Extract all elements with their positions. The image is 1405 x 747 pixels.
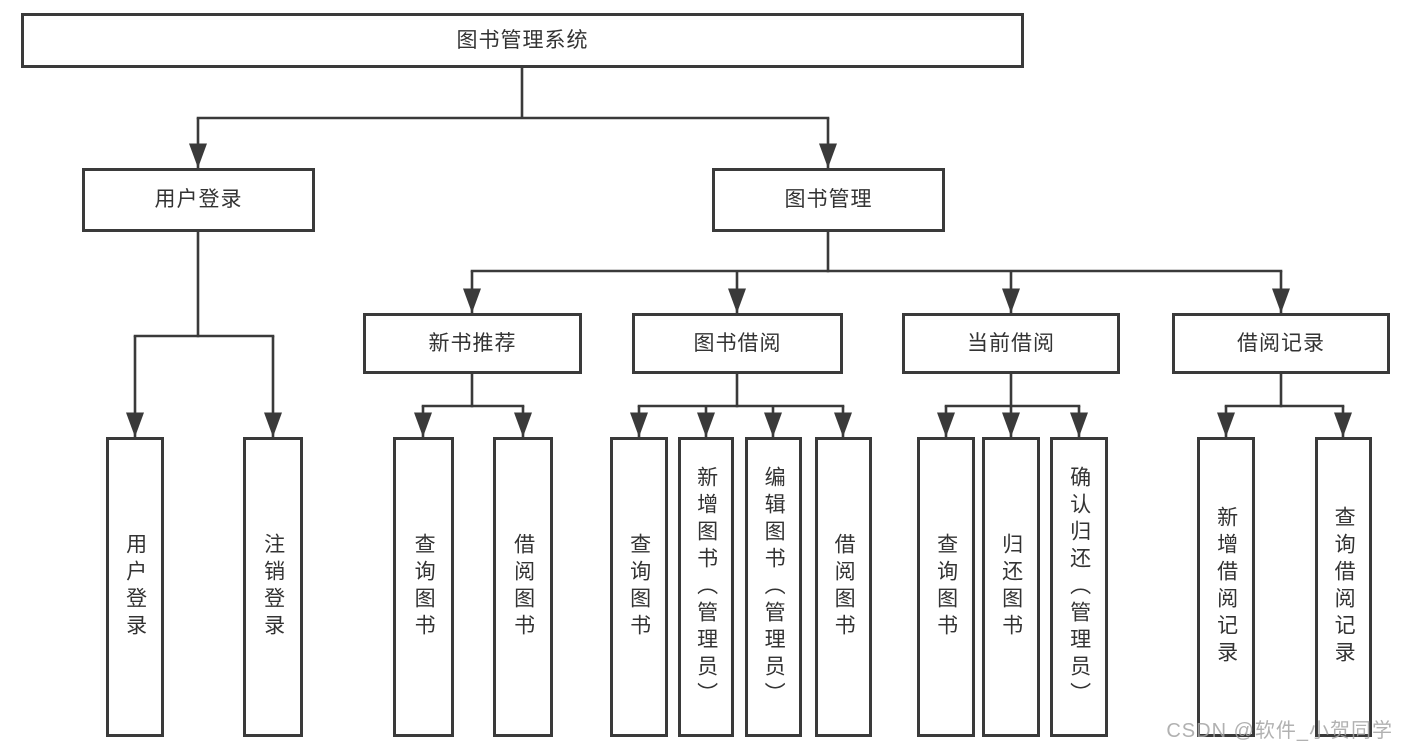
leaf-user-login: 用户登录 <box>106 437 164 737</box>
node-new-book-recommend: 新书推荐 <box>363 313 582 374</box>
leaf-records-query-record: 查询借阅记录 <box>1315 437 1372 737</box>
edges-current-borrow-children <box>937 374 1088 437</box>
leaf-borrow-edit-books-admin: 编辑图书（管理员） <box>745 437 802 737</box>
leaf-borrow-query-books: 查询图书 <box>610 437 668 737</box>
leaf-current-return-books: 归还图书 <box>982 437 1040 737</box>
node-root-system: 图书管理系统 <box>21 13 1024 68</box>
leaf-newbook-query-books: 查询图书 <box>393 437 454 737</box>
leaf-newbook-borrow-books: 借阅图书 <box>493 437 553 737</box>
leaf-current-query-books: 查询图书 <box>917 437 975 737</box>
node-user-login: 用户登录 <box>82 168 315 232</box>
node-current-borrow: 当前借阅 <box>902 313 1120 374</box>
node-borrow-records: 借阅记录 <box>1172 313 1390 374</box>
watermark: CSDN @软件_小贺同学 <box>1166 720 1393 742</box>
node-book-management: 图书管理 <box>712 168 945 232</box>
leaf-records-add-record: 新增借阅记录 <box>1197 437 1255 737</box>
leaf-current-confirm-return-admin: 确认归还（管理员） <box>1050 437 1108 737</box>
edges-book-borrow-children <box>630 374 852 437</box>
edges-book-management-children <box>463 232 1290 313</box>
node-book-borrow: 图书借阅 <box>632 313 843 374</box>
edges-user-login-children <box>126 232 282 437</box>
edges-new-book-recommend-children <box>414 374 532 437</box>
edges-root-to-level2 <box>189 68 837 168</box>
leaf-logout: 注销登录 <box>243 437 303 737</box>
leaf-borrow-add-books-admin: 新增图书（管理员） <box>678 437 734 737</box>
edges-borrow-records-children <box>1217 374 1352 437</box>
leaf-borrow-borrow-books: 借阅图书 <box>815 437 872 737</box>
